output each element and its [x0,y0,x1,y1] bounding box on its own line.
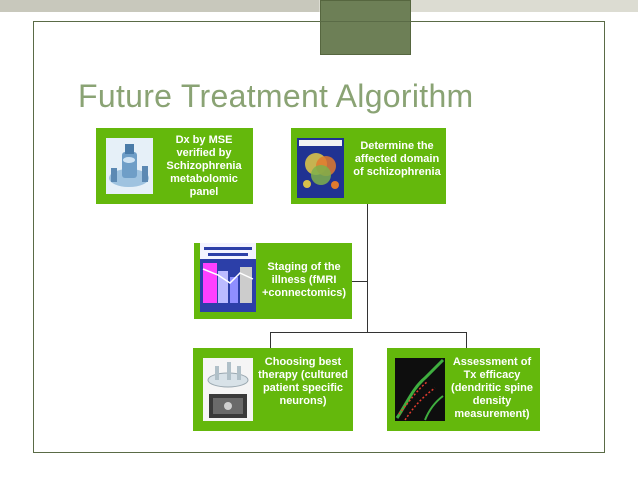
assessment-picture [395,358,445,421]
connector-drop-assessment [466,332,467,348]
therapy-text: Choosing best therapy (cultured patient … [258,356,348,407]
slide-title: Future Treatment Algorithm [78,78,474,114]
connector-drop-therapy [270,332,271,348]
connector-to-staging [352,281,368,282]
connector-vertical-main [367,203,368,333]
connector-horizontal [270,332,466,333]
staging-text: Staging of the illness (fMRI +connectomi… [261,261,347,299]
therapy-box: Choosing best therapy (cultured patient … [193,348,353,431]
assessment-box: Assessment of Tx efficacy (dendritic spi… [387,348,540,431]
dx-picture [106,138,153,194]
dx-text: Dx by MSE verified by Schizophrenia meta… [166,134,242,198]
staging-box: Staging of the illness (fMRI +connectomi… [194,243,352,319]
therapy-picture [203,358,253,421]
accent-square [320,0,411,55]
domain-picture [297,138,344,198]
staging-picture [200,243,256,312]
domain-box: Determine the affected domain of schizop… [291,128,446,204]
domain-text: Determine the affected domain of schizop… [353,140,441,178]
top-decor-bar-left [0,0,319,12]
slide-frame [33,21,605,453]
dx-box: Dx by MSE verified by Schizophrenia meta… [96,128,253,204]
assessment-text: Assessment of Tx efficacy (dendritic spi… [451,356,533,420]
